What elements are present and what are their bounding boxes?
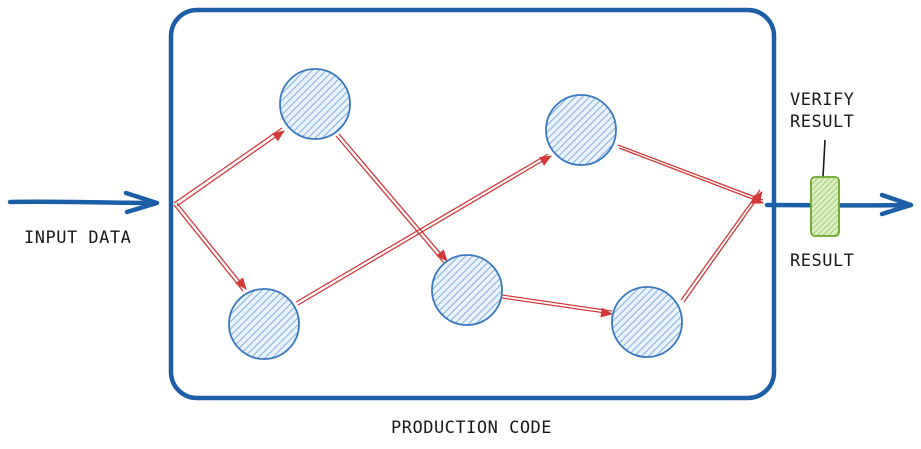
result-label: RESULT bbox=[790, 251, 855, 271]
node-4 bbox=[431, 254, 503, 326]
input-data-label: INPUT DATA bbox=[24, 228, 132, 248]
node-1 bbox=[279, 68, 351, 140]
node-3 bbox=[545, 94, 617, 166]
edge-input-to-node-1 bbox=[173, 127, 285, 207]
verify-result-label: VERIFY RESULT bbox=[790, 89, 854, 133]
edge-node-4-to-node-5 bbox=[501, 294, 613, 318]
check-icon bbox=[810, 176, 840, 237]
verify-label-line-1: VERIFY bbox=[790, 90, 855, 110]
production-code-label: PRODUCTION CODE bbox=[391, 418, 553, 438]
node-2 bbox=[228, 288, 300, 360]
edge-node-2-to-node-3 bbox=[295, 153, 552, 306]
verify-pointer-line bbox=[822, 139, 826, 178]
edge-input-to-node-2 bbox=[173, 202, 247, 292]
verify-checkpoint bbox=[810, 139, 840, 237]
verify-label-line-2: RESULT bbox=[790, 112, 855, 132]
edge-node-3-to-output bbox=[617, 144, 764, 204]
edges bbox=[173, 127, 764, 318]
input-arrow bbox=[7, 190, 160, 215]
nodes bbox=[228, 68, 683, 360]
edge-node-1-to-node-4 bbox=[335, 133, 448, 264]
node-5 bbox=[611, 286, 683, 358]
edge-node-5-to-output bbox=[680, 189, 763, 303]
